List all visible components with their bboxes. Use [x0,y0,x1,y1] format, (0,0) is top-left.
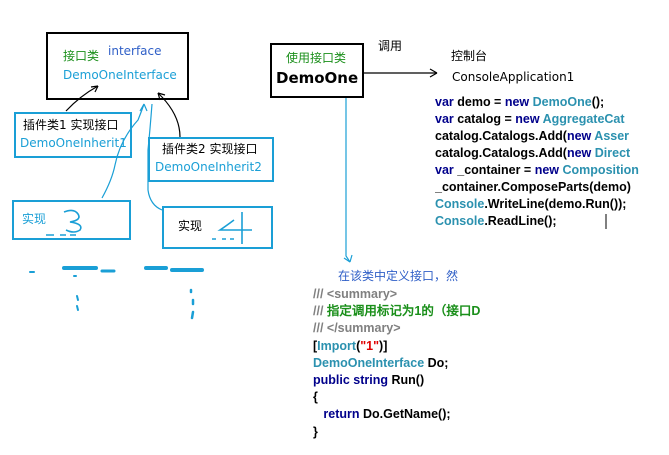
code-token: { [313,390,318,405]
code-token: Direct [594,146,631,160]
user-to-code-line [345,98,351,263]
code-line: /// <summary> [313,286,397,303]
code-token: AggregateCat [542,112,625,126]
code-token: _container = [457,163,535,177]
code-token: new [534,163,563,177]
code-line: return Do.GetName(); [313,406,451,423]
code-line: catalog.Catalogs.Add(new Asser [435,128,629,145]
code-token: Import [317,338,357,353]
impl2-to-interface-line [147,103,163,211]
code-token: /// [313,287,327,301]
interface-box: 接口类 interface DemoOneInterface [46,32,189,100]
code-token: var [435,112,458,126]
interface-name: DemoOneInterface [63,68,177,82]
define-interface-note: 在该类中定义接口，然 [338,269,459,283]
code-token: new [566,129,595,143]
code-token: string [353,373,392,387]
code-line: _container.ComposeParts(demo) [435,179,631,196]
code-token: DemoOneInterface [313,355,428,370]
code-token: new [515,112,543,126]
code-line: /// 指定调用标记为1的（接口D [313,303,480,320]
impl2-scribble [212,212,252,244]
plugin1-box: 插件类1 实现接口 DemoOneInherit1 [14,112,132,158]
console-label: 控制台 [451,49,488,63]
code-token: public [313,373,354,387]
main-code-block: var demo = new DemoOne();var catalog = n… [435,94,669,234]
plugin1-to-interface-arrow [65,85,99,112]
code-line: public string Run() [313,372,424,389]
code-token: var [435,163,458,177]
impl1-box: 实现 [12,200,131,240]
plugin1-name: DemoOneInherit1 [20,136,127,150]
code-token: Console [435,197,485,211]
impl2-box: 实现 [162,206,273,249]
code-token: (); [591,95,605,109]
code-token: ( [356,338,361,353]
code-token: new [504,95,533,109]
code-token: Asser [594,129,630,143]
code-token: Do.GetName(); [363,407,451,422]
plugin2-label: 插件类2 实现接口 [162,142,258,156]
code-line: } [313,424,318,441]
code-token: _container.ComposeParts(demo) [435,180,631,194]
code-token: catalog.Catalogs.Add( [435,146,567,160]
plugin2-name: DemoOneInherit2 [155,160,262,174]
plugin1-label: 插件类1 实现接口 [23,118,119,132]
code-token: demo = [457,95,505,109]
impl1-scribble [46,209,82,236]
impl2-label: 实现 [178,219,203,233]
code-token: )] [379,338,388,353]
user-class-name: DemoOne [276,69,359,87]
code-token: </summary> [326,321,401,336]
code-line: var _container = new Composition [435,162,639,179]
impl1-to-interface-line [101,103,145,199]
code-line: var demo = new DemoOne(); [435,94,604,111]
code-token: [ [313,338,318,353]
code-token: catalog = [457,112,516,126]
code-token: } [313,424,318,439]
code-line: [Import("1")] [313,338,387,355]
code-token: catalog.Catalogs.Add( [435,129,567,143]
code-token: DemoOne [532,95,592,109]
interface-box-label: 接口类 [63,49,100,63]
code-token: <summary> [326,287,398,301]
plugin2-box: 插件类2 实现接口 DemoOneInherit2 [148,137,274,182]
code-line: /// </summary> [313,320,401,337]
interface-type-label: interface [108,44,162,58]
code-token: "1" [360,338,380,353]
code-token: Do; [427,355,449,370]
code-line: DemoOneInterface Do; [313,355,448,372]
code-token: new [566,146,595,160]
plugin2-to-interface-arrow [157,92,181,138]
user-class-box: 使用接口类 DemoOne [270,43,364,98]
code-token: /// [313,321,327,336]
code-token: Console [435,214,485,228]
code-token: /// [313,304,327,319]
code-line: Console.WriteLine(demo.Run()); [435,196,626,213]
code-token: var [435,95,458,109]
code-token: 指定调用标记为1的（接口D [326,304,481,319]
code-token: Composition [562,163,639,177]
code-token: Run() [391,373,425,387]
code-line: var catalog = new AggregateCat [435,111,625,128]
code-line: Console.ReadLine(); [435,213,557,230]
code-token: .WriteLine(demo.Run()); [484,197,627,211]
class-code-block: /// <summary>/// 指定调用标记为1的（接口D/// </summ… [313,286,669,446]
console-app-name: ConsoleApplication1 [452,70,575,84]
code-line: catalog.Catalogs.Add(new Direct [435,145,630,162]
user-class-label: 使用接口类 [286,51,347,65]
code-line: { [313,389,318,406]
blue-scribble-marks [29,266,204,320]
impl1-label: 实现 [22,212,47,226]
code-token: .ReadLine(); [484,214,557,228]
code-token: return [313,407,364,422]
call-label: 调用 [378,39,403,53]
